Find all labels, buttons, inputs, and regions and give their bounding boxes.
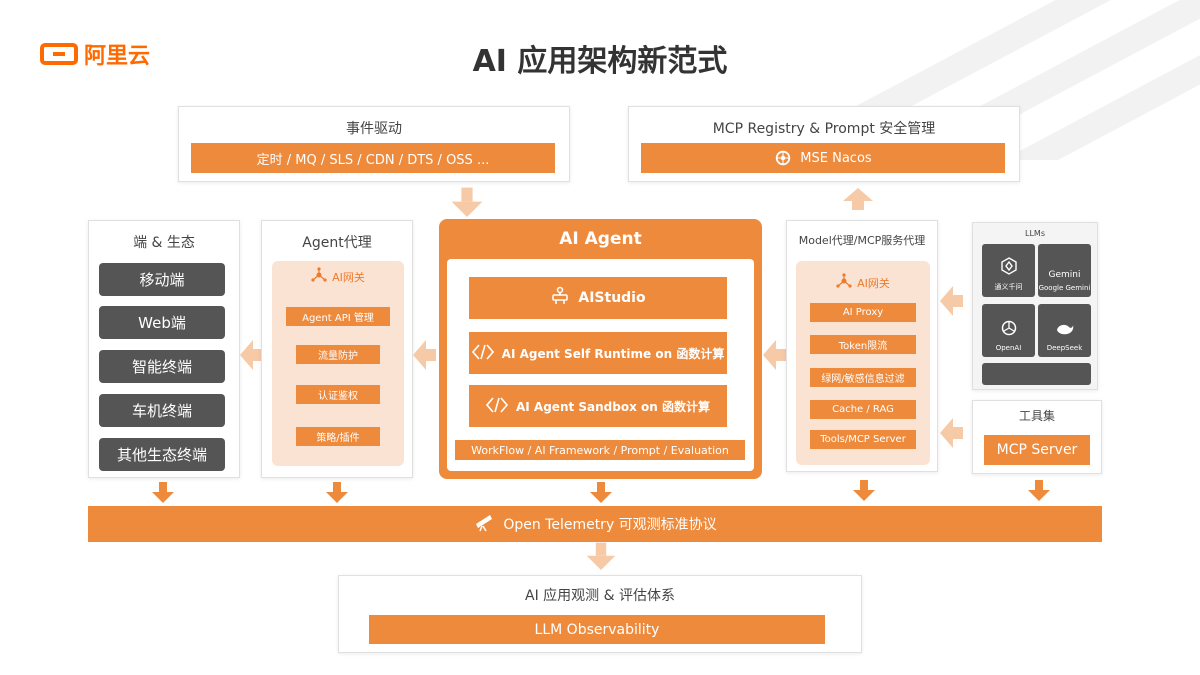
model-proxy-title: Model代理/MCP服务代理 <box>798 234 926 247</box>
model-proxy-box: Model代理/MCP服务代理 AI网关 AI Proxy Token限流 绿网… <box>786 220 938 472</box>
eco-item-web: Web端 <box>99 306 225 339</box>
openai-icon <box>1000 319 1018 340</box>
model-gateway-label: AI网关 <box>857 276 890 290</box>
ecosystem-box: 端 & 生态 移动端 Web端 智能终端 车机终端 其他生态终端 <box>88 220 240 478</box>
cache-rag-pill: Cache / RAG <box>810 400 916 419</box>
eco-item-mobile: 移动端 <box>99 263 225 296</box>
llm-more-tile <box>982 363 1091 385</box>
eco-item-smart: 智能终端 <box>99 350 225 383</box>
toolset-down-arrow <box>1028 480 1050 502</box>
llm-label-gemini: Google Gemini <box>1038 284 1091 292</box>
llm-label-deepseek: DeepSeek <box>1046 344 1083 352</box>
llm-tile-openai: OpenAI <box>982 304 1035 357</box>
model-gateway-header: AI网关 <box>796 273 930 292</box>
llm-label-qwen: 通义千问 <box>994 283 1023 291</box>
observability-down-arrow <box>586 542 616 572</box>
registry-title: MCP Registry & Prompt 安全管理 <box>712 121 936 137</box>
model-left-arrow <box>763 340 787 370</box>
llm-label-openai: OpenAI <box>995 344 1022 352</box>
eco-item-other: 其他生态终端 <box>99 438 225 471</box>
token-limit-pill: Token限流 <box>810 335 916 354</box>
observability-title: AI 应用观测 & 评估体系 <box>525 588 675 604</box>
workflow-bar: WorkFlow / AI Framework / Prompt / Evalu… <box>455 440 745 460</box>
event-down-arrow <box>451 187 483 219</box>
gateway-icon <box>311 267 327 286</box>
observability-box: AI 应用观测 & 评估体系 LLM Observability <box>338 575 862 653</box>
mse-nacos-bar: MSE Nacos <box>641 143 1005 173</box>
mse-nacos-label: MSE Nacos <box>800 150 872 166</box>
aliyun-logo-icon <box>40 43 78 65</box>
ai-agent-down-arrow <box>590 482 612 504</box>
ecosystem-title: 端 & 生态 <box>133 235 195 251</box>
telemetry-bar: Open Telemetry 可观测标准协议 <box>88 506 1102 542</box>
toolset-box: 工具集 MCP Server <box>972 400 1102 474</box>
gemini-icon: Gemini <box>1048 270 1081 280</box>
toolset-title: 工具集 <box>1018 409 1055 423</box>
llms-box: LLMs 通义千问 Gemini Google Gemini OpenAI De… <box>972 222 1098 390</box>
agent-proxy-down-arrow <box>326 482 348 504</box>
agent-gateway-label: AI网关 <box>332 270 365 284</box>
registry-up-arrow <box>843 188 873 210</box>
model-proxy-down-arrow <box>853 480 875 502</box>
nacos-icon <box>774 149 792 167</box>
llm-tile-qwen: 通义千问 <box>982 244 1035 297</box>
aistudio-icon <box>550 286 570 310</box>
telescope-icon <box>473 512 495 536</box>
event-driven-box: 事件驱动 定时 / MQ / SLS / CDN / DTS / OSS ... <box>178 106 570 182</box>
registry-box: MCP Registry & Prompt 安全管理 MSE Nacos <box>628 106 1020 182</box>
ai-agent-title: AI Agent <box>559 229 642 249</box>
qwen-icon <box>1000 257 1018 278</box>
eco-item-car: 车机终端 <box>99 394 225 427</box>
agent-left-arrow <box>413 340 437 370</box>
llms-title: LLMs <box>1025 229 1045 238</box>
event-sources-bar: 定时 / MQ / SLS / CDN / DTS / OSS ... <box>191 143 555 173</box>
page-title: AI 应用架构新范式 <box>472 44 728 79</box>
agent-api-pill: Agent API 管理 <box>286 307 390 326</box>
deepseek-whale-icon <box>1055 321 1075 340</box>
llm-tile-deepseek: DeepSeek <box>1038 304 1091 357</box>
aistudio-label: AIStudio <box>578 290 646 306</box>
eco-down-arrow <box>152 482 174 504</box>
runtime-bar: AI Agent Self Runtime on 函数计算 <box>469 332 727 374</box>
brand-name: 阿里云 <box>84 44 151 69</box>
gateway-icon <box>836 273 852 292</box>
content-filter-pill: 绿网/敏感信息过滤 <box>810 368 916 387</box>
runtime-label: AI Agent Self Runtime on 函数计算 <box>501 346 725 361</box>
ai-agent-box: AI Agent AIStudio AI Agent Self Runtime … <box>439 219 762 479</box>
llm-observability-bar: LLM Observability <box>369 615 825 644</box>
eco-left-arrow <box>240 340 264 370</box>
ai-agent-inner: AIStudio AI Agent Self Runtime on 函数计算 A… <box>447 259 754 471</box>
ai-proxy-pill: AI Proxy <box>810 303 916 322</box>
model-gateway-panel: AI网关 AI Proxy Token限流 绿网/敏感信息过滤 Cache / … <box>796 261 930 465</box>
agent-proxy-box: Agent代理 AI网关 Agent API 管理 流量防护 认证鉴权 策略/插… <box>261 220 413 478</box>
tools-left-arrow <box>940 418 964 448</box>
function-compute-icon <box>471 343 494 364</box>
plugin-pill: 策略/插件 <box>296 427 380 446</box>
aistudio-bar: AIStudio <box>469 277 727 319</box>
tools-mcp-pill: Tools/MCP Server <box>810 430 916 449</box>
auth-pill: 认证鉴权 <box>296 385 380 404</box>
llm-tile-gemini: Gemini Google Gemini <box>1038 244 1091 297</box>
llm-left-arrow <box>940 286 964 316</box>
brand-logo: 阿里云 <box>40 38 150 70</box>
mcp-server-bar: MCP Server <box>984 435 1090 465</box>
sandbox-bar: AI Agent Sandbox on 函数计算 <box>469 385 727 427</box>
event-driven-title: 事件驱动 <box>346 121 402 137</box>
sandbox-label: AI Agent Sandbox on 函数计算 <box>516 399 710 414</box>
telemetry-label: Open Telemetry 可观测标准协议 <box>503 517 717 533</box>
agent-gateway-panel: AI网关 Agent API 管理 流量防护 认证鉴权 策略/插件 <box>272 261 404 466</box>
agent-gateway-header: AI网关 <box>272 267 404 286</box>
agent-proxy-title: Agent代理 <box>302 235 372 251</box>
traffic-protect-pill: 流量防护 <box>296 345 380 364</box>
function-compute-icon <box>485 396 509 417</box>
